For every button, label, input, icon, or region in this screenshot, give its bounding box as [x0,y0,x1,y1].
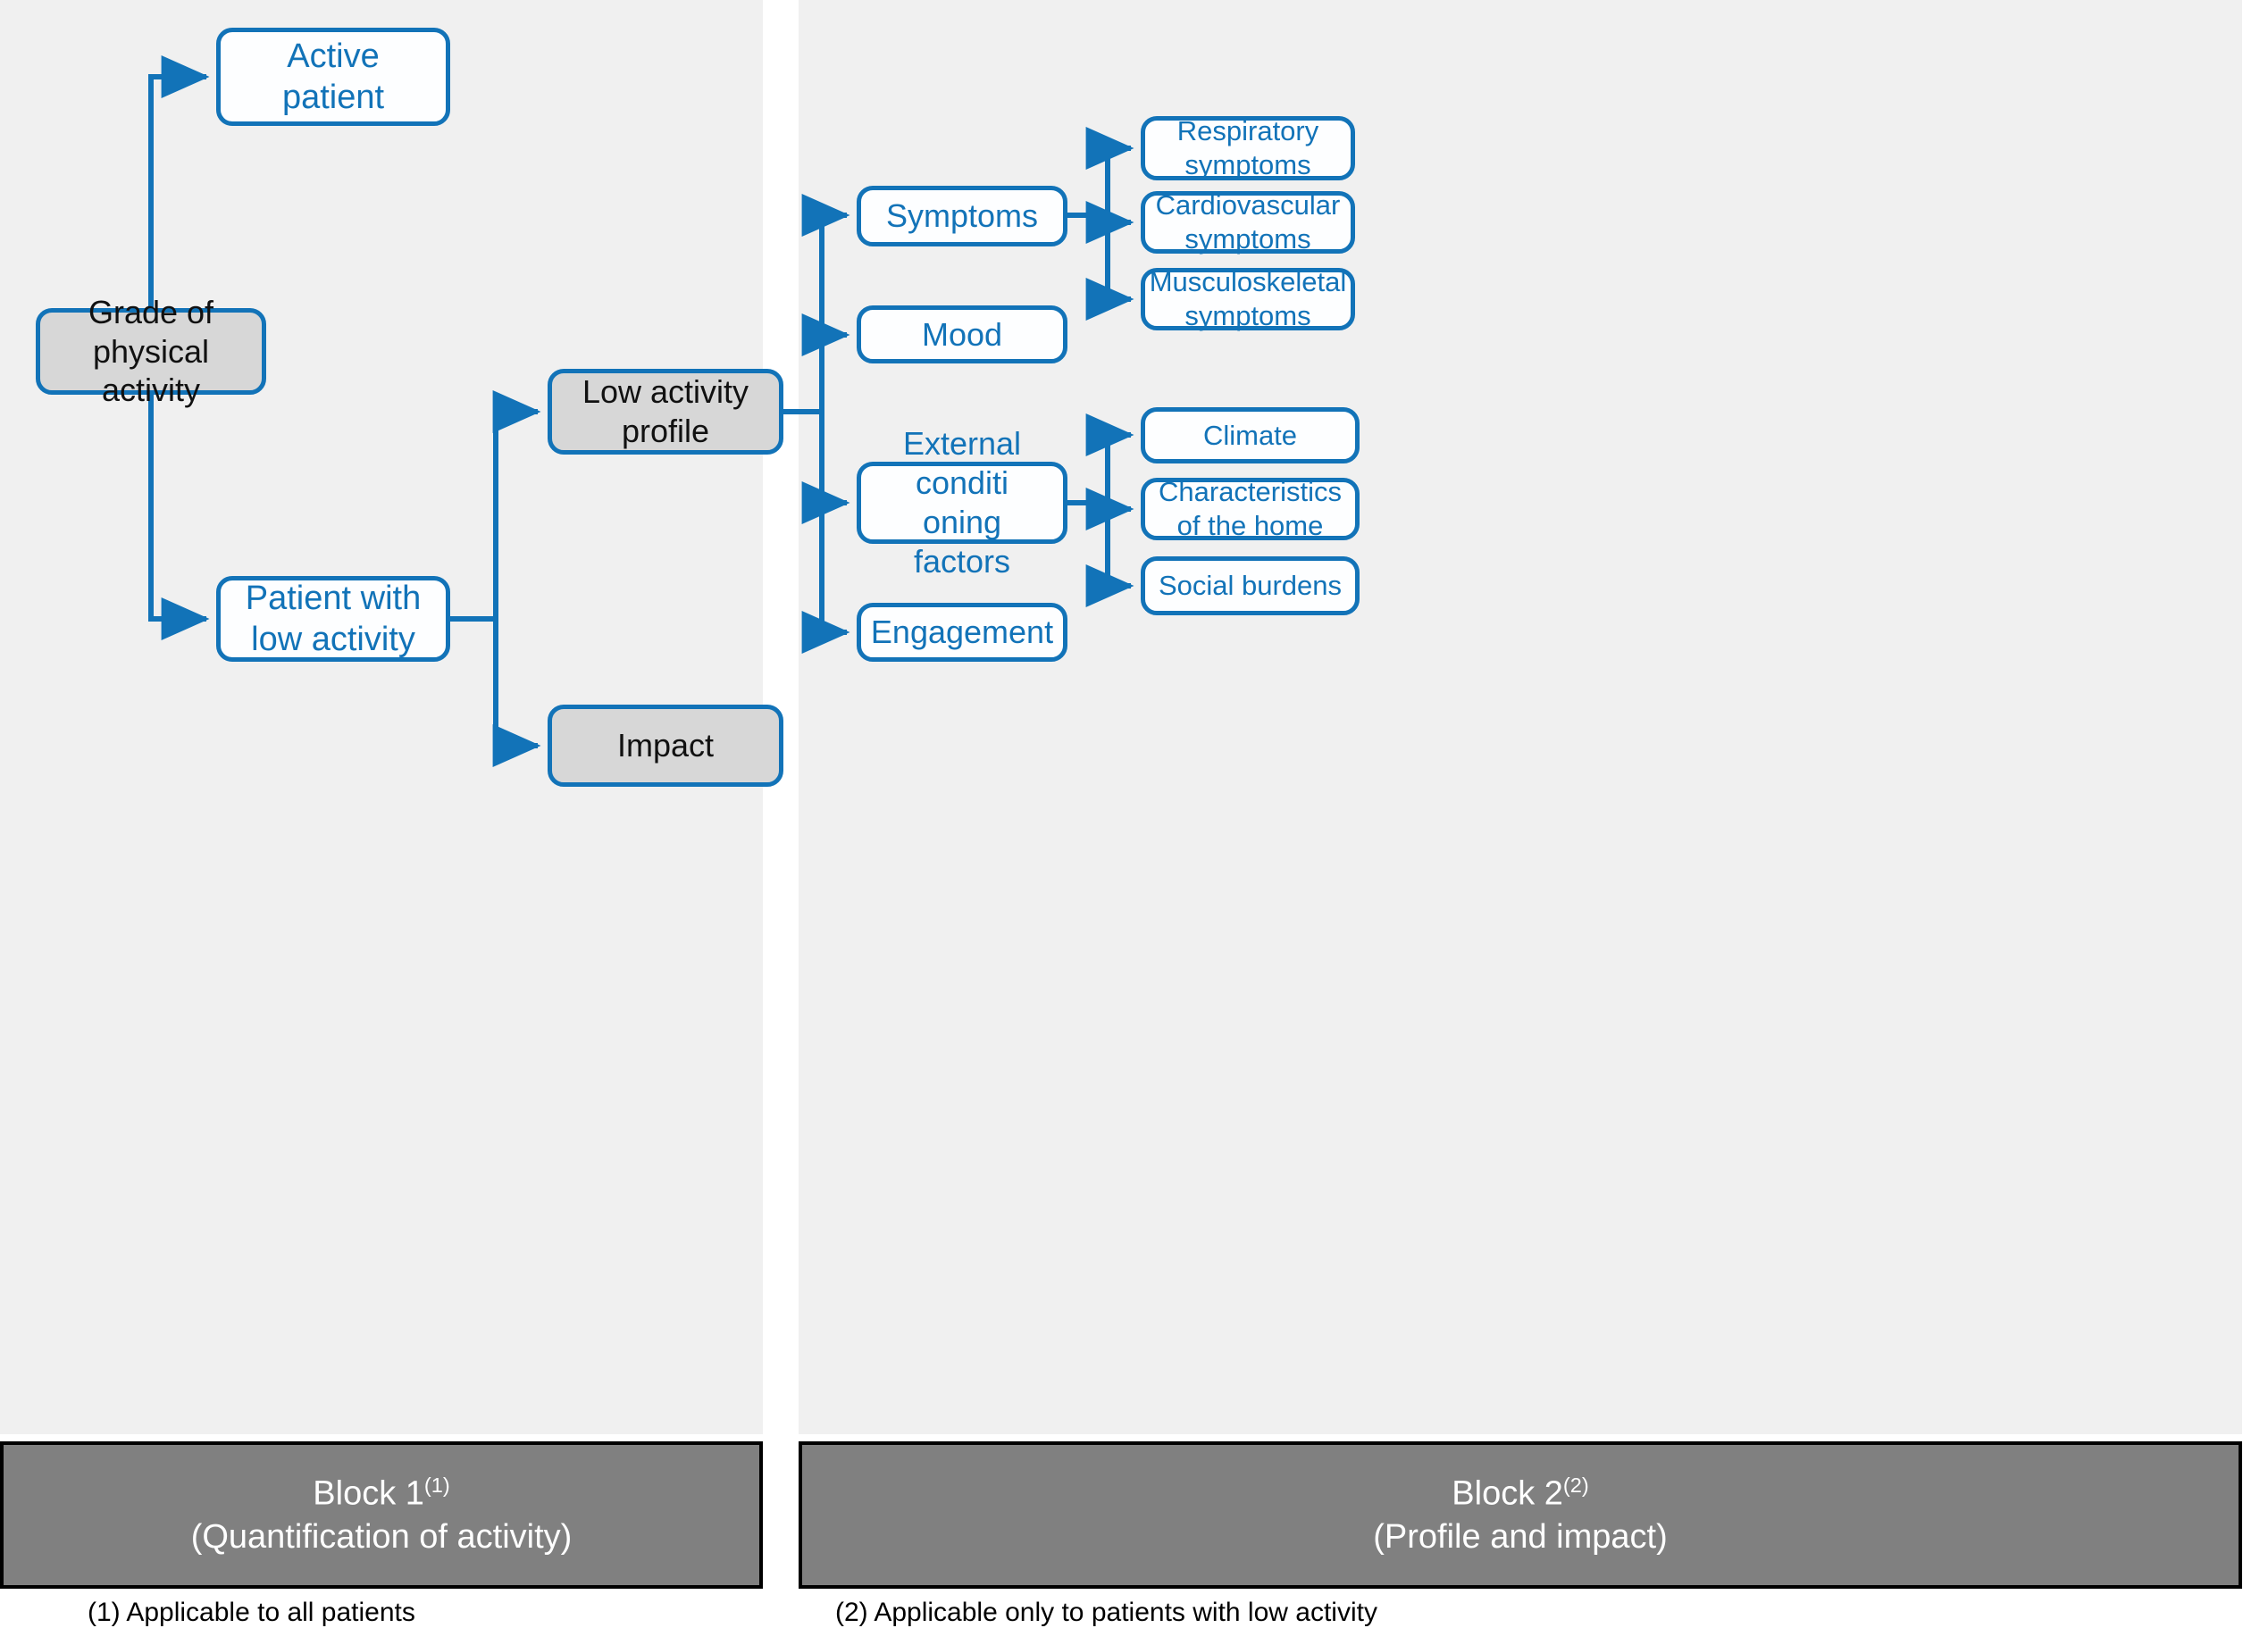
node-engagement[interactable]: Engagement [857,603,1067,662]
block1-band-label: Block 1(1) (Quantification of activity) [191,1472,573,1559]
node-external-line2: oning factors [913,504,1011,580]
node-low-activity-profile[interactable]: Low activity profile [548,369,783,455]
node-active-patient[interactable]: Active patient [216,28,450,126]
node-home-line1: Characteristics [1159,476,1342,508]
node-low-activity-line1: Low activity [582,373,749,411]
node-cardiovascular-line2: symptoms [1184,223,1311,255]
node-active-patient-line2: patient [281,79,385,116]
node-characteristics-of-the-home[interactable]: Characteristics of the home [1141,475,1360,543]
block2-band-line1: Block 2 [1452,1474,1563,1513]
node-low-activity-line2: profile [621,413,710,449]
node-patient-low-line2: low activity [251,621,415,658]
node-home-line2: of the home [1176,510,1324,541]
block2-band-line2: (Profile and impact) [1373,1517,1668,1556]
node-external-line1: External conditi [902,425,1022,502]
block1-band-line2: (Quantification of activity) [190,1517,573,1556]
node-musculoskeletal-line1: Musculoskeletal [1149,266,1347,298]
node-grade-line2: activity [101,372,201,409]
node-impact-label: Impact [616,727,715,764]
node-symptoms-label: Symptoms [885,197,1039,235]
node-external-conditioning-factors[interactable]: External conditi oning factors [857,425,1067,580]
block1-band-line1: Block 1 [313,1474,424,1513]
node-climate[interactable]: Climate [1141,407,1360,463]
node-cardiovascular-symptoms[interactable]: Cardiovascular symptoms [1141,188,1355,256]
node-engagement-label: Engagement [870,614,1054,651]
node-respiratory-symptoms[interactable]: Respiratory symptoms [1141,114,1355,182]
footnote-two: (2) Applicable only to patients with low… [835,1598,1377,1627]
node-active-patient-label: Active patient [282,36,384,119]
node-cardiovascular-line1: Cardiovascular [1155,189,1341,221]
node-climate-label: Climate [1202,419,1298,451]
node-mood[interactable]: Mood [857,305,1067,363]
node-mood-label: Mood [921,315,1003,353]
node-patient-low-line1: Patient with [245,579,422,617]
node-grade-of-physical-activity-label: Grade of physical activity [49,293,253,411]
node-respiratory-symptoms-label: Respiratory symptoms [1177,114,1319,182]
node-symptoms[interactable]: Symptoms [857,186,1067,246]
node-respiratory-line2: symptoms [1184,149,1311,180]
node-musculoskeletal-symptoms-label: Musculoskeletal symptoms [1150,265,1347,333]
block2-band-label: Block 2(2) (Profile and impact) [1373,1472,1667,1559]
node-respiratory-line1: Respiratory [1176,115,1319,147]
footnote-one: (1) Applicable to all patients [88,1598,415,1627]
node-cardiovascular-symptoms-label: Cardiovascular symptoms [1156,188,1341,256]
node-patient-with-low-activity-label: Patient with low activity [246,578,421,661]
node-social-burdens-label: Social burdens [1158,570,1343,602]
node-external-conditioning-factors-label: External conditi oning factors [870,424,1054,581]
block2-band-superscript: (2) [1562,1473,1589,1497]
node-patient-with-low-activity[interactable]: Patient with low activity [216,576,450,662]
node-impact[interactable]: Impact [548,705,783,787]
node-musculoskeletal-symptoms[interactable]: Musculoskeletal symptoms [1141,265,1355,333]
node-low-activity-profile-label: Low activity profile [582,372,749,451]
node-grade-line1: Grade of physical [88,293,214,370]
block2-band: Block 2(2) (Profile and impact) [799,1441,2242,1589]
block1-band: Block 1(1) (Quantification of activity) [0,1441,763,1589]
node-musculoskeletal-line2: symptoms [1184,300,1311,331]
node-active-patient-line1: Active [287,37,380,75]
node-characteristics-of-the-home-label: Characteristics of the home [1159,475,1342,543]
node-social-burdens[interactable]: Social burdens [1141,556,1360,615]
node-grade-of-physical-activity[interactable]: Grade of physical activity [36,294,266,408]
block1-band-superscript: (1) [423,1473,450,1497]
